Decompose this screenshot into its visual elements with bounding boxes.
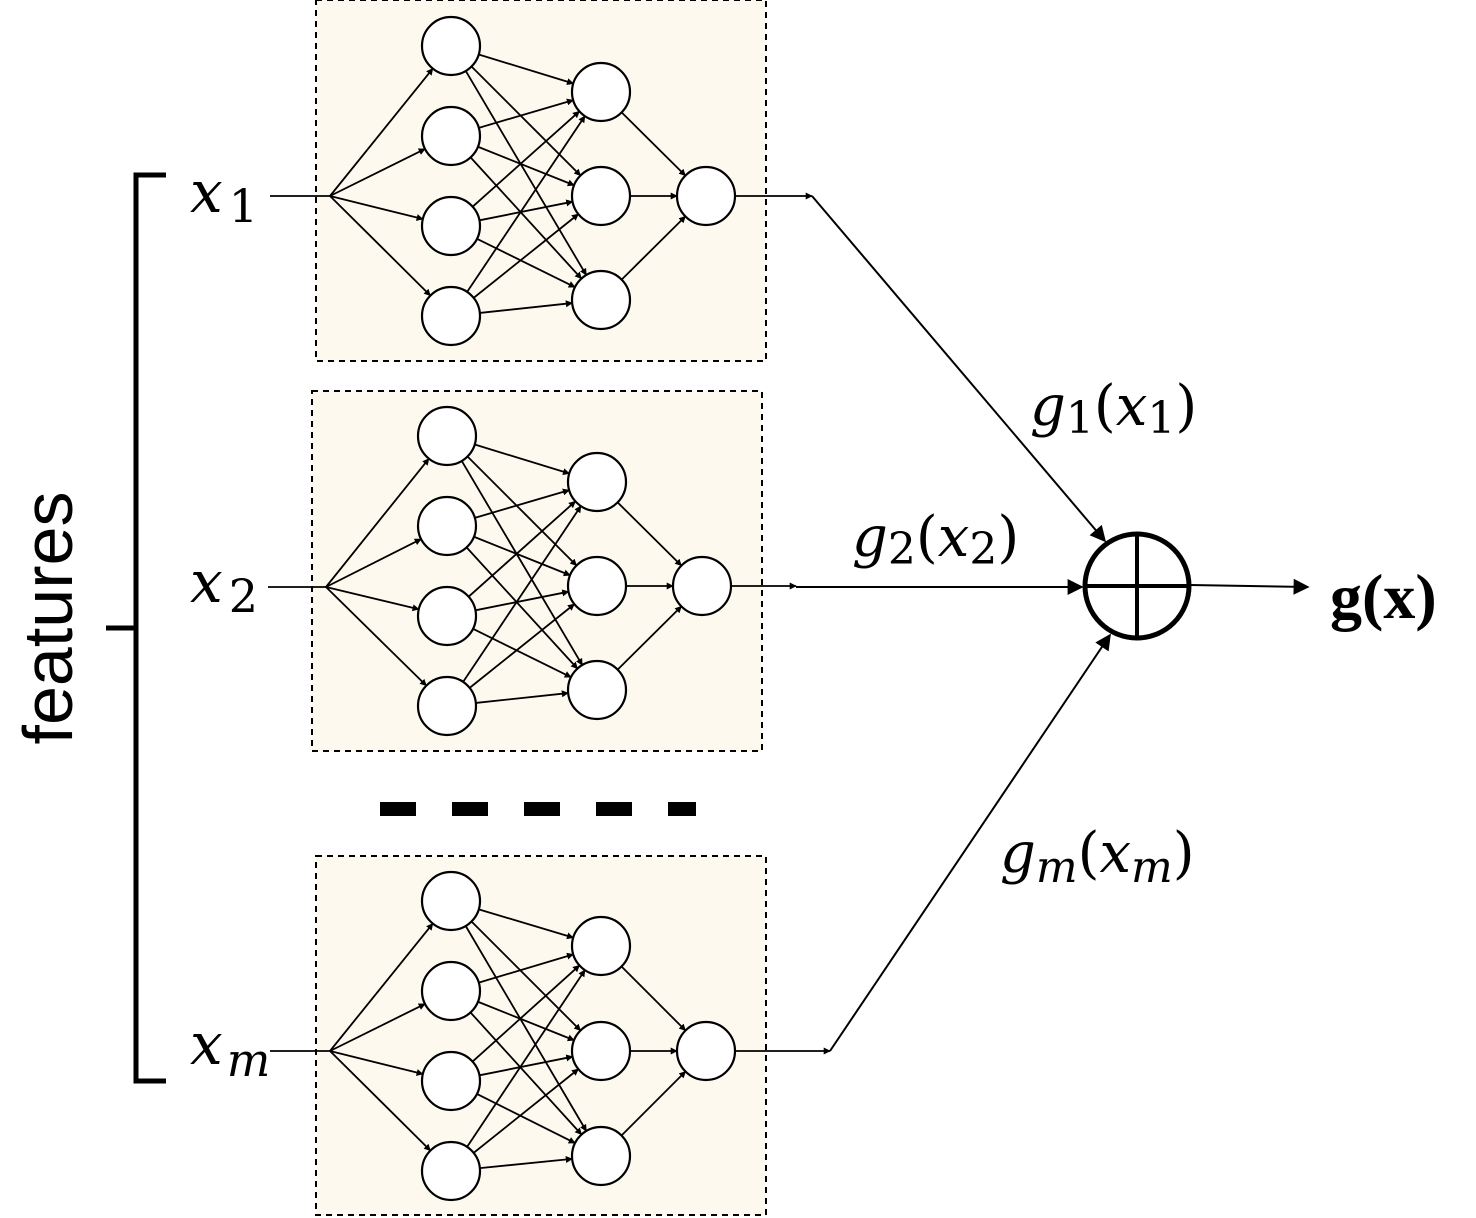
neuron-layer2 — [570, 61, 632, 123]
hidden-edge — [471, 964, 581, 1063]
subnetworks — [268, 0, 831, 1216]
fan-edge — [329, 195, 424, 221]
neuron-layer1 — [420, 15, 482, 77]
shape-label-g1: g1(x1) — [1030, 374, 1197, 444]
hidden-edge — [466, 455, 578, 567]
neuron-layer1 — [416, 585, 478, 647]
hidden-edge — [473, 213, 579, 299]
wire-sum-to-output — [1189, 578, 1310, 595]
hidden-edge — [478, 908, 574, 940]
neuron-layer1 — [420, 195, 482, 257]
hidden-edge — [478, 53, 574, 85]
wire-gm-to-sum — [829, 633, 1111, 1052]
features-bracket — [106, 172, 166, 1084]
hidden-edge — [470, 920, 582, 1032]
hidden-edge — [473, 535, 571, 577]
neuron-layer1 — [420, 1050, 482, 1112]
fan-edge — [329, 923, 434, 1052]
hidden-edge — [478, 98, 574, 129]
fan-edge — [329, 1050, 424, 1076]
hidden-edge — [473, 1068, 579, 1154]
hidden-edge — [474, 443, 570, 475]
neuron-layer2 — [570, 269, 632, 331]
output-label: g(x) — [1330, 561, 1437, 632]
hidden-edge — [478, 952, 574, 984]
hidden-edge — [477, 145, 575, 187]
hidden-edge — [479, 1156, 573, 1170]
neuron-layer1 — [416, 495, 478, 557]
output-edge — [620, 111, 687, 177]
neuron-layer1 — [420, 1140, 482, 1202]
hidden-edge — [476, 1093, 576, 1144]
neuron-layer2 — [566, 555, 628, 617]
hidden-edge — [476, 238, 576, 288]
fan-edge — [329, 148, 426, 197]
neuron-layer2 — [566, 659, 628, 721]
output-wires — [796, 195, 1310, 1052]
subnetwork-m — [270, 855, 831, 1216]
ellipsis-dashes — [380, 802, 696, 816]
fan-edge — [325, 538, 422, 588]
shape-label-gm: gm(xm) — [1000, 821, 1195, 893]
hidden-edge — [469, 603, 575, 689]
hidden-edge — [462, 505, 582, 683]
hidden-edge — [479, 300, 573, 314]
output-edge — [620, 215, 687, 281]
neuron-layer2 — [570, 1020, 632, 1082]
hidden-edge — [472, 628, 572, 678]
hidden-edge — [479, 199, 574, 222]
neuron-layer1 — [416, 675, 478, 737]
hidden-edge — [469, 1011, 583, 1136]
hidden-edge — [479, 1054, 574, 1077]
hidden-edge — [466, 115, 586, 293]
neuron-layer1 — [420, 105, 482, 167]
neuron-output — [675, 165, 737, 227]
output-edge — [616, 605, 683, 671]
neuron-layer2 — [570, 165, 632, 227]
hidden-edge — [464, 925, 588, 1132]
hidden-edge — [472, 110, 580, 208]
wire-g1-to-sum — [811, 195, 1107, 543]
input-label-xm: xm — [190, 1010, 270, 1087]
output-edge — [616, 501, 683, 567]
fan-edge — [329, 68, 434, 197]
fan-edge — [329, 195, 432, 297]
neuron-output — [671, 555, 733, 617]
subnetwork-2 — [268, 390, 797, 752]
output-edge — [620, 1070, 687, 1137]
neuron-layer2 — [566, 451, 628, 513]
hidden-edge — [475, 690, 569, 704]
fan-edge — [325, 458, 430, 588]
shape-label-g2: g2(x2) — [852, 505, 1019, 575]
subnetwork-1 — [270, 0, 813, 362]
hidden-edge — [465, 546, 579, 670]
hidden-edge — [477, 1000, 575, 1042]
neuron-layer1 — [416, 405, 478, 467]
features-label: features — [9, 492, 87, 745]
fan-edge — [329, 1003, 426, 1052]
neuron-layer1 — [420, 960, 482, 1022]
hidden-edge — [464, 70, 588, 276]
neuron-layer2 — [570, 1125, 632, 1187]
output-edge — [620, 965, 687, 1032]
hidden-edge — [470, 65, 582, 177]
neuron-layer1 — [420, 285, 482, 347]
hidden-edge — [466, 969, 586, 1148]
hidden-edge — [468, 500, 576, 598]
fan-edge — [325, 586, 420, 612]
neuron-layer1 — [420, 870, 482, 932]
sum-node — [1082, 531, 1192, 641]
hidden-edge — [469, 156, 583, 280]
hidden-edge — [460, 460, 584, 666]
fan-edge — [325, 586, 427, 687]
hidden-edge — [475, 589, 570, 612]
neuron-output — [675, 1020, 737, 1082]
neuron-layer2 — [570, 915, 632, 977]
hidden-edge — [474, 488, 570, 519]
fan-edge — [329, 1050, 432, 1152]
